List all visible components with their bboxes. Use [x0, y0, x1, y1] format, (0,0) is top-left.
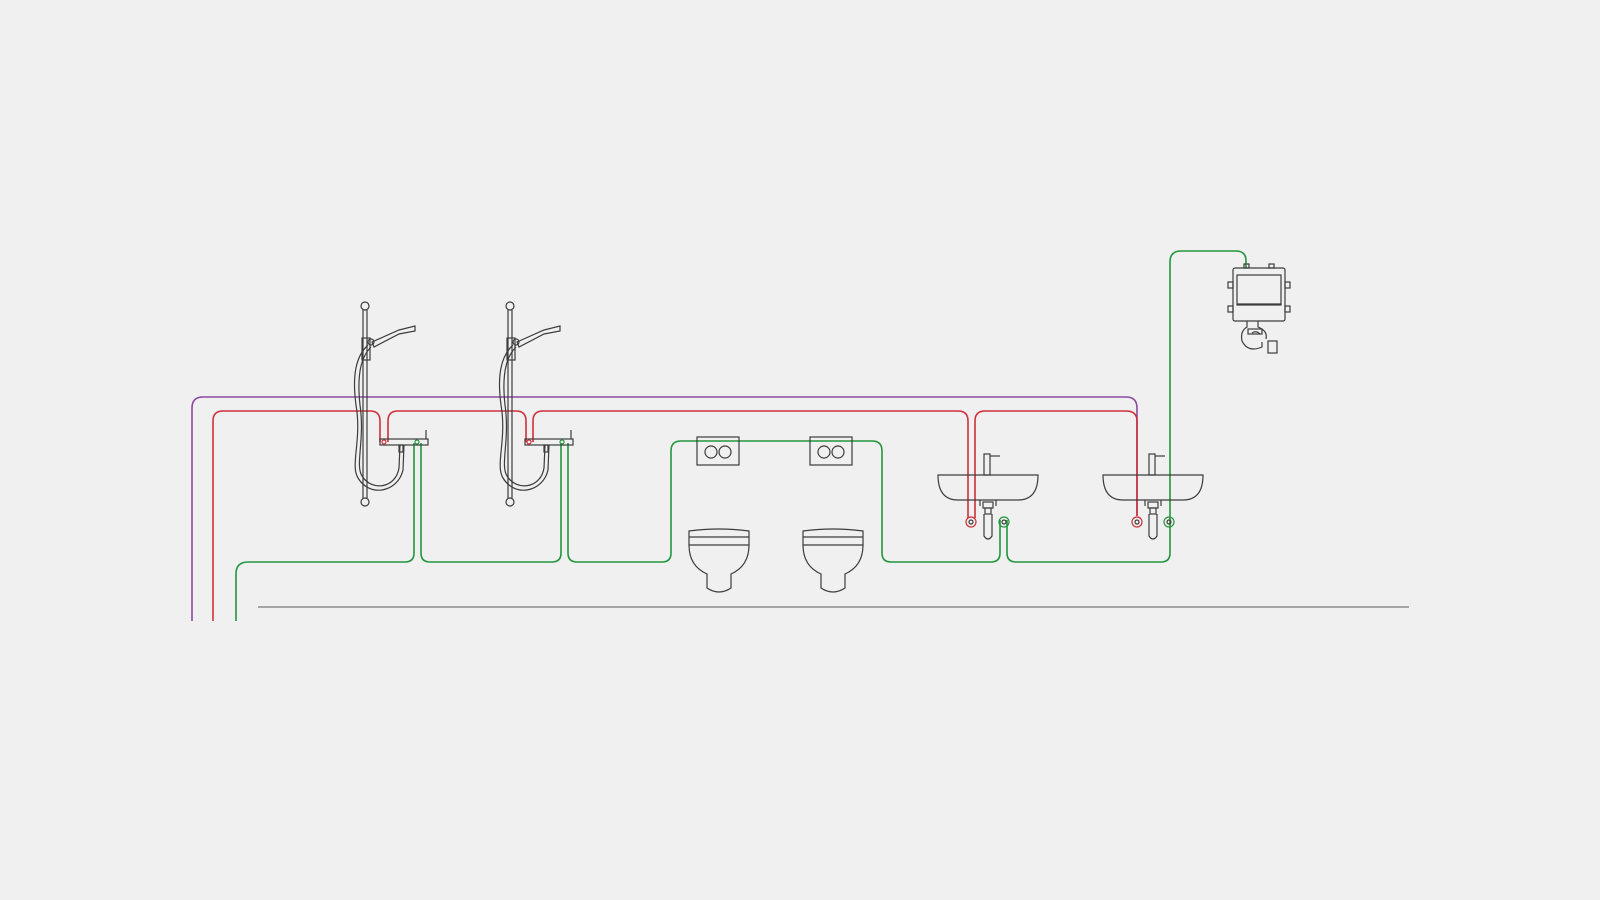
shower-icon: [353, 301, 429, 507]
concealed-box-icon: [1227, 263, 1291, 354]
washbasin-icon: [937, 453, 1039, 540]
circulation-pipe: [191, 396, 1138, 621]
washbasin-icon: [1102, 453, 1204, 540]
shower-icon: [498, 301, 574, 507]
cold-water-pipe: [235, 250, 1247, 621]
hot-water-pipe: [212, 410, 1138, 621]
wall-hung-toilet-icon: [802, 528, 864, 593]
wall-hung-toilet-icon: [688, 528, 750, 593]
wc-flush-plate-icon: [809, 436, 853, 466]
wc-flush-plate-icon: [696, 436, 740, 466]
